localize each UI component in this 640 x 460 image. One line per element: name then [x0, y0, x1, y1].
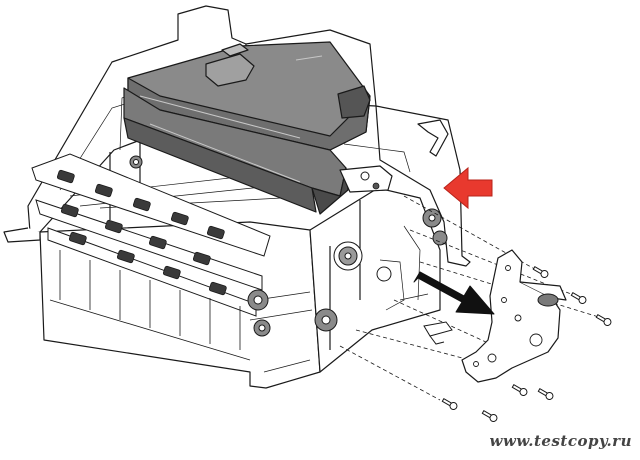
side-plate — [461, 249, 567, 383]
screw — [532, 266, 549, 278]
module-screw-head — [372, 182, 380, 190]
roller-segments — [56, 169, 227, 296]
drive-motor — [333, 241, 392, 282]
screws — [441, 266, 612, 422]
screw — [595, 314, 612, 326]
gears — [129, 155, 448, 337]
red-arrow-icon — [443, 166, 493, 210]
screw — [481, 410, 498, 422]
screw — [511, 384, 528, 396]
module-screw — [360, 171, 370, 181]
module-highlights — [139, 55, 323, 183]
side-plate-gear — [537, 293, 559, 307]
cable-connector — [423, 321, 453, 345]
roller-paper-guides — [49, 250, 251, 361]
screw — [537, 388, 554, 400]
watermark-text: www.testcopy.ru — [489, 432, 632, 450]
screw — [441, 398, 458, 410]
side-plate-holes — [473, 265, 543, 367]
screw — [570, 292, 587, 304]
black-arrow-icon — [413, 271, 495, 315]
laser-scanner-unit — [123, 41, 393, 215]
feed-roller-assembly — [31, 153, 271, 317]
